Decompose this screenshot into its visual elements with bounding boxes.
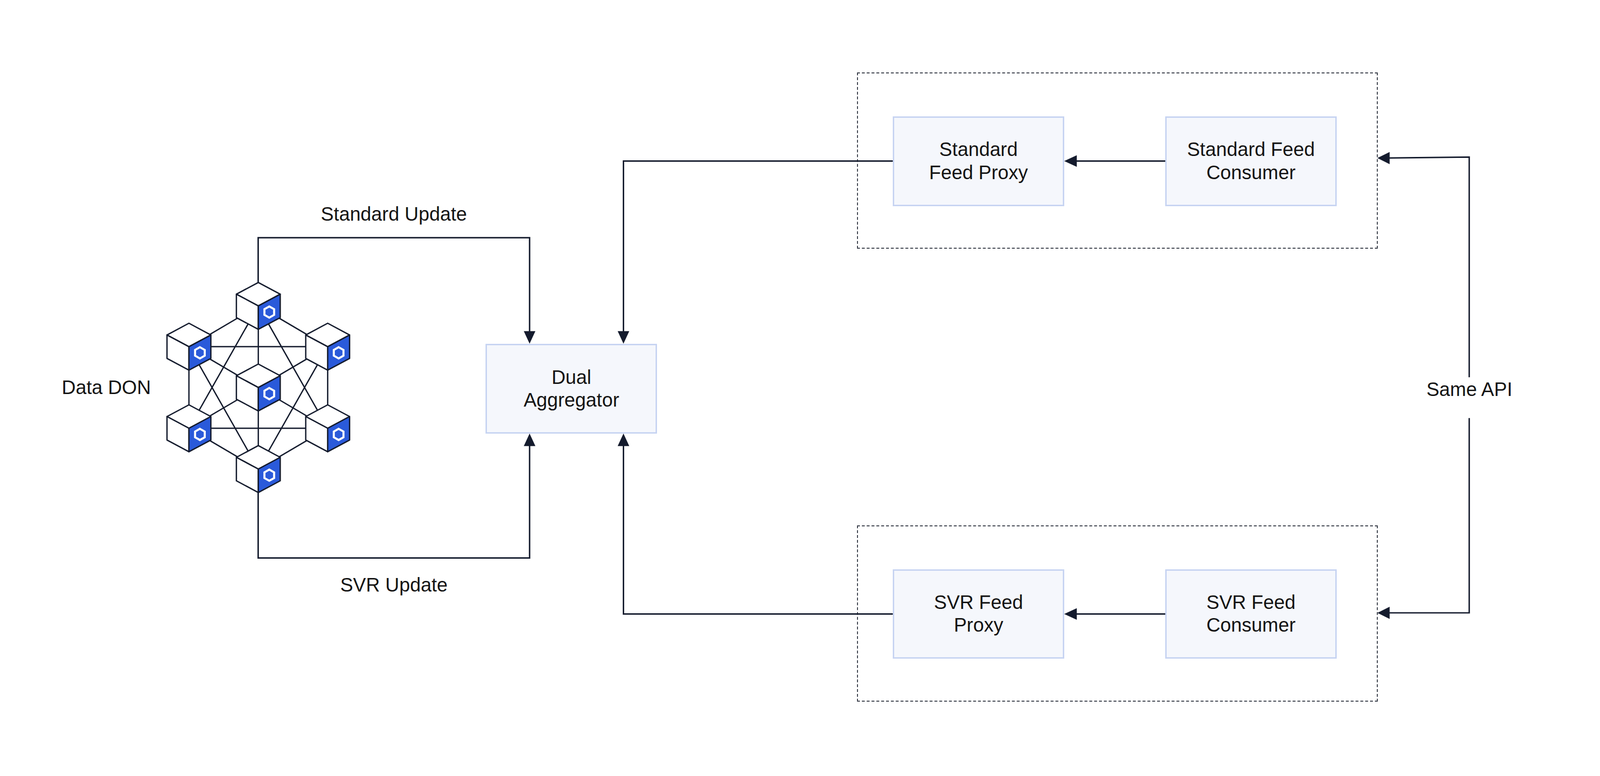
connector [257, 433, 536, 559]
api-arrowhead [1377, 606, 1390, 619]
edge-label: SVR Update [340, 574, 448, 598]
node-cube [305, 404, 350, 452]
connector-line [257, 445, 530, 559]
api-leader-line [1385, 418, 1470, 614]
box-label: SVR Feed Proxy [922, 591, 1035, 637]
arrowhead [1064, 155, 1077, 168]
node-cube [167, 404, 212, 452]
aggregator-box: Dual Aggregator [485, 343, 658, 434]
proxy-box: Standard Feed Proxy [892, 116, 1065, 207]
api-arrowhead [1377, 152, 1390, 165]
node-cube [236, 445, 281, 493]
consumer-box: Standard Feed Consumer [1165, 116, 1337, 207]
arrowhead [523, 433, 536, 447]
node-cube [236, 282, 281, 330]
edge-label: Standard Update [320, 202, 467, 226]
network-lines [188, 306, 328, 470]
box-label: Dual Aggregator [515, 366, 628, 412]
node-label: Data DON [61, 376, 152, 400]
arrowhead [523, 331, 536, 344]
connector-line [623, 445, 894, 615]
arrowhead [617, 433, 630, 447]
node-cube [305, 323, 350, 371]
consumer-box: SVR Feed Consumer [1165, 569, 1337, 660]
connector [1064, 608, 1166, 620]
connector-line [1075, 160, 1166, 162]
arrowhead [617, 331, 630, 344]
box-label: Standard Feed Consumer [1182, 138, 1320, 184]
annotation-label: Same API [1426, 378, 1513, 401]
network-node: Data DON [166, 282, 350, 493]
connector-line [1075, 613, 1166, 615]
connector-line [623, 161, 894, 333]
box-label: Standard Feed Proxy [922, 138, 1035, 184]
connector [257, 237, 536, 344]
connector [1064, 155, 1166, 168]
node-cube [236, 364, 281, 412]
arrowhead [1064, 608, 1077, 620]
node-cube [167, 323, 212, 371]
feed-group: Standard Feed Proxy Standard Feed Consume… [857, 72, 1378, 249]
box-label: SVR Feed Consumer [1194, 591, 1307, 637]
connector [617, 433, 894, 615]
api-leader-line [1385, 157, 1470, 378]
connector-line [257, 237, 530, 333]
feed-group: SVR Feed Proxy SVR Feed Consumer [857, 525, 1378, 702]
proxy-box: SVR Feed Proxy [892, 569, 1065, 660]
connector [617, 161, 894, 344]
network-ring [188, 306, 328, 470]
